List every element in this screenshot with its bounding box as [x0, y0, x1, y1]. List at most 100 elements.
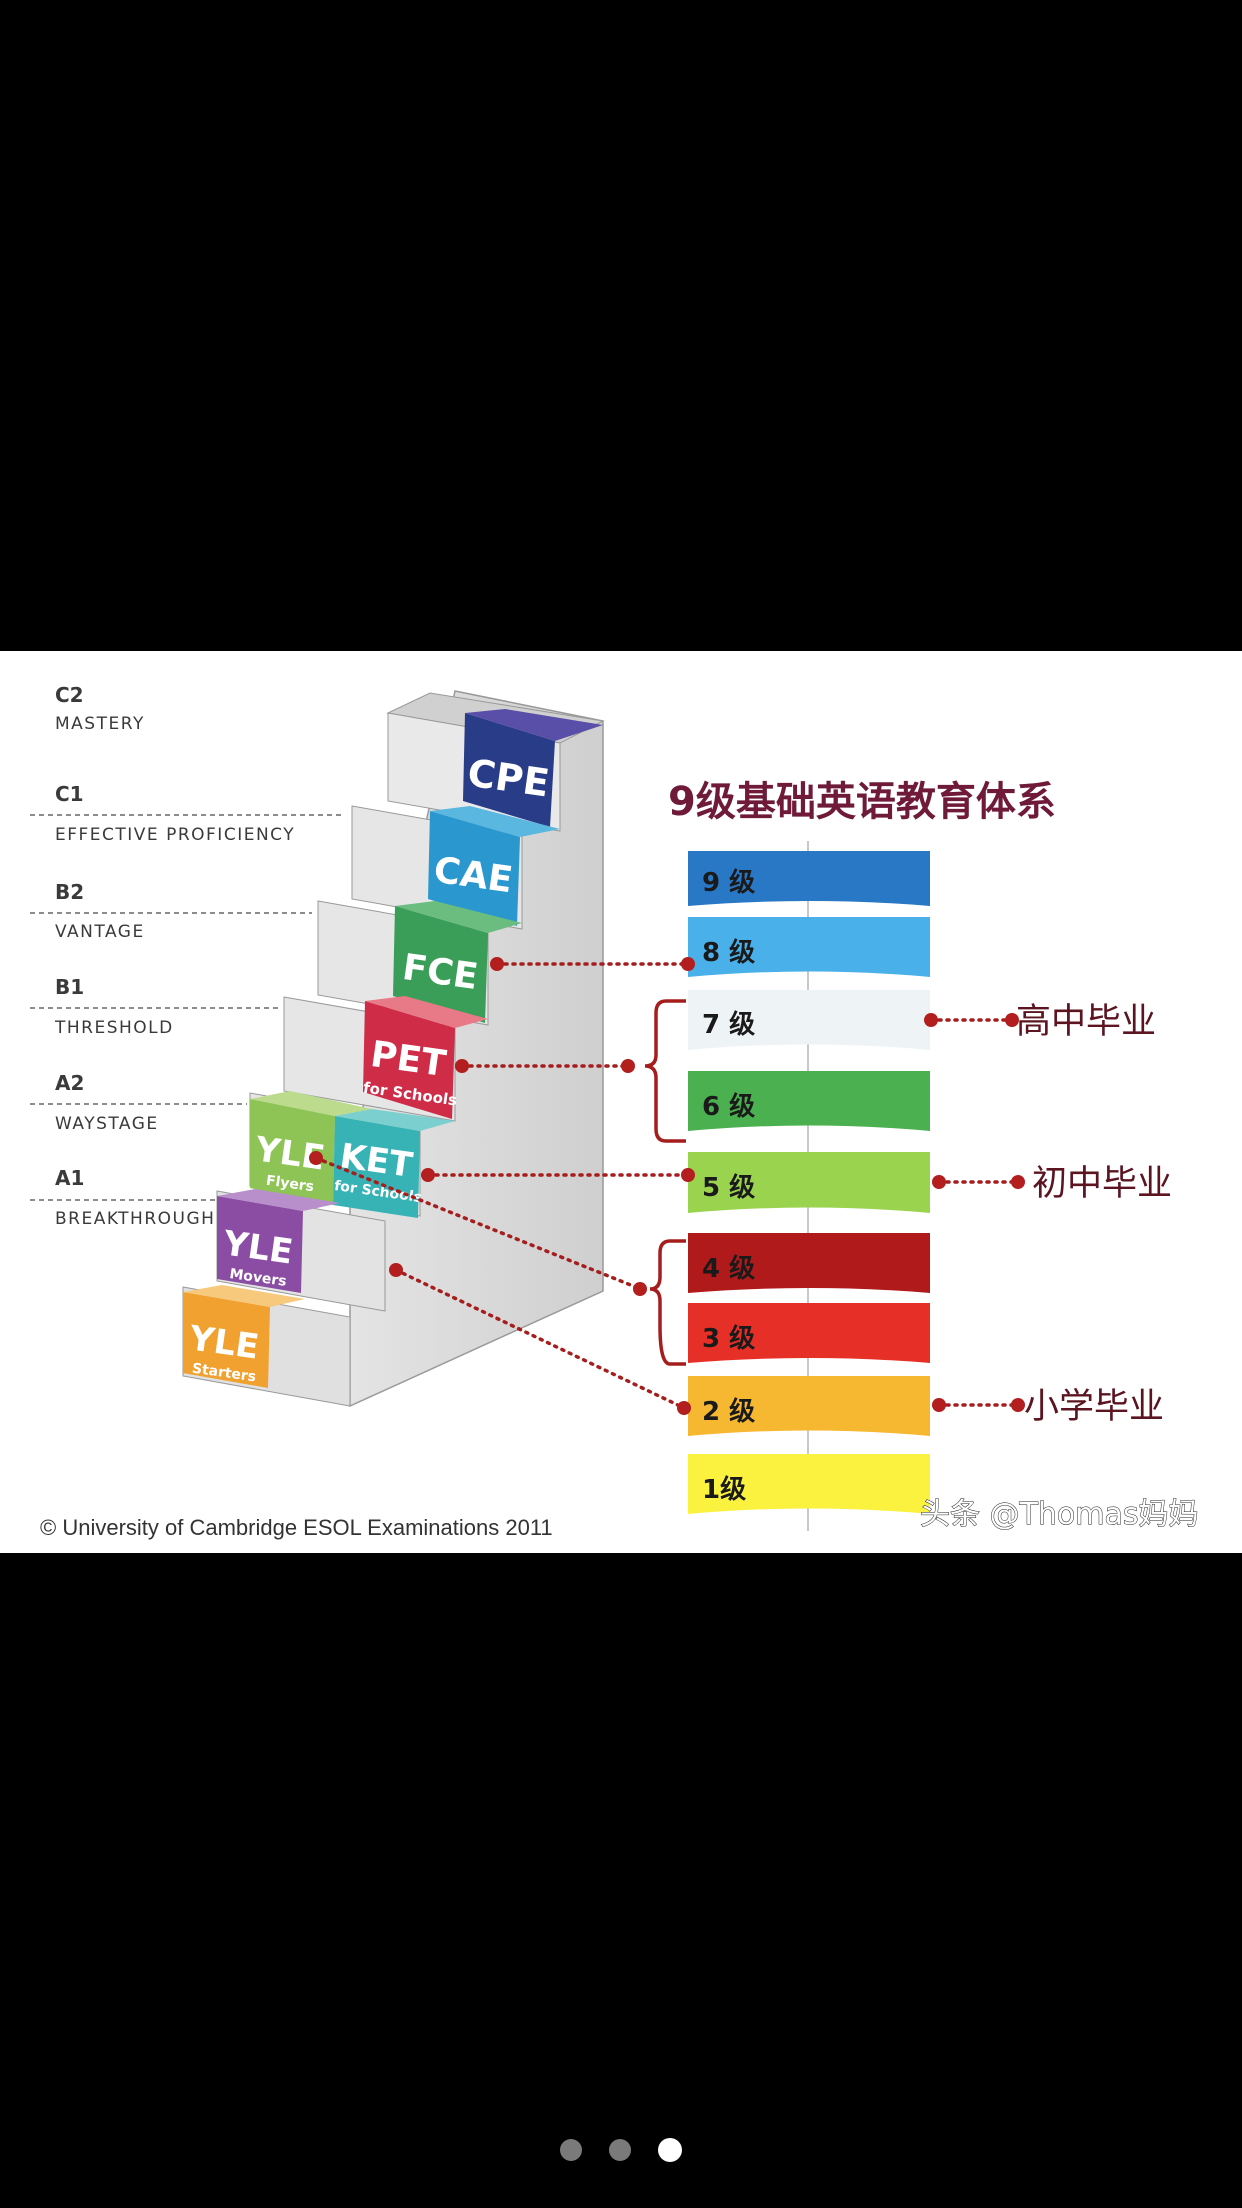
level-label: 9 级 [702, 867, 755, 898]
connector-dot [681, 1168, 695, 1182]
exam-block-face [217, 1196, 303, 1293]
level-bar-shape [688, 1233, 930, 1293]
level-label: 2 级 [702, 1396, 755, 1427]
connector-dot [455, 1059, 469, 1073]
exam-level-connectors [314, 962, 688, 1409]
level-bar-5: 5 级 [688, 1152, 930, 1213]
connector-dot [309, 1151, 323, 1165]
milestone-middle-school: 初中毕业 [1032, 1164, 1172, 1204]
exam-block-pet: PET for Schools [362, 996, 488, 1119]
connector-yle-movers [394, 1268, 684, 1409]
pager-dot[interactable] [609, 2139, 631, 2161]
cefr-name: WAYSTAGE [55, 1114, 159, 1134]
cefr-name: THRESHOLD [54, 1018, 174, 1038]
level-bar-9: 9 级 [688, 851, 930, 906]
connector-dot [490, 957, 504, 971]
exam-block-face [363, 1001, 455, 1119]
exam-label: YLE [220, 1223, 295, 1272]
level-bar-shape [688, 851, 930, 906]
exam-block-top [430, 806, 560, 837]
exam-block-face [463, 713, 555, 827]
connector-dot [621, 1059, 635, 1073]
level-label: 3 级 [702, 1323, 755, 1354]
exam-block-cpe: CPE [463, 709, 603, 827]
level-bar-shape [688, 1303, 930, 1363]
milestone-connectors [929, 1018, 1020, 1407]
connector-dot [677, 1401, 691, 1415]
cefr-code: C1 [55, 782, 84, 806]
level-bar-shape [688, 1152, 930, 1213]
level-label: 1级 [702, 1474, 746, 1505]
level-bar-2: 2 级 [688, 1376, 930, 1436]
cefr-code: B1 [55, 975, 84, 999]
exam-block-top [217, 1189, 340, 1211]
exam-block-face [393, 906, 488, 1023]
level-label: 6 级 [702, 1091, 755, 1122]
cefr-code: A2 [55, 1071, 84, 1095]
connector-yle-flyers [314, 1156, 640, 1290]
exam-block-face [428, 811, 520, 926]
exam-block-top [465, 709, 603, 741]
pager-dot-active[interactable] [658, 2138, 682, 2162]
brace-3-4 [649, 1239, 686, 1366]
copyright-notice: © University of Cambridge ESOL Examinati… [40, 1515, 553, 1540]
exam-sublabel: Movers [228, 1266, 287, 1290]
watermark: 头条 @Thomas妈妈 [920, 1497, 1198, 1532]
image-pager[interactable] [0, 2136, 1242, 2164]
level-ladder: 9 级 8 级 7 级 6 级 5 级 4 级 3 级 2 级 [688, 841, 930, 1531]
connector-dot [421, 1168, 435, 1182]
connector-dot [1011, 1175, 1025, 1189]
brace-6-7 [644, 999, 686, 1143]
level-label: 5 级 [702, 1172, 755, 1203]
cefr-code: A1 [55, 1166, 84, 1190]
exam-system-diagram: C2 MASTERY C1 EFFECTIVE PROFICIENCY B2 V… [30, 683, 1199, 1540]
level-bar-shape [688, 990, 930, 1050]
cefr-code: B2 [55, 880, 84, 904]
pager-dot[interactable] [560, 2139, 582, 2161]
exam-block-yle-flyers: YLE Flyers [250, 1091, 372, 1205]
exam-block-face [250, 1099, 335, 1205]
connector-dot [389, 1263, 403, 1277]
level-bar-shape [688, 1071, 930, 1131]
milestone-primary-school: 小学毕业 [1024, 1387, 1164, 1427]
level-bar-6: 6 级 [688, 1071, 930, 1131]
connector-dot [932, 1398, 946, 1412]
level-bar-4: 4 级 [688, 1233, 930, 1293]
cefr-name: EFFECTIVE PROFICIENCY [55, 825, 295, 845]
exam-sublabel: Flyers [265, 1173, 315, 1196]
level-label: 4 级 [702, 1253, 755, 1284]
infographic-image: C2 MASTERY C1 EFFECTIVE PROFICIENCY B2 V… [0, 651, 1242, 1553]
exam-block-top [335, 1109, 455, 1131]
cefr-name: BREAKTHROUGH [55, 1209, 215, 1229]
cefr-name: MASTERY [55, 714, 145, 734]
level-bar-shape [688, 1376, 930, 1436]
level-bar-1: 1级 [688, 1454, 930, 1514]
exam-block-top [250, 1091, 372, 1116]
connector-dot [681, 957, 695, 971]
exam-block-fce: FCE [393, 901, 522, 1023]
connector-dot [633, 1282, 647, 1296]
exam-block-yle-starters: YLE Starters [183, 1285, 305, 1388]
level-braces [644, 999, 686, 1366]
level-bar-shape [688, 1454, 930, 1514]
exam-block-top [365, 996, 488, 1028]
exam-block-yle-movers: YLE Movers [217, 1189, 340, 1293]
staircase: CPE CAE FCE PET for Schools YLE Flyers [182, 690, 605, 1408]
milestone-high-school: 高中毕业 [1016, 1002, 1156, 1042]
connector-dots [309, 957, 695, 1415]
exam-block-face [183, 1292, 270, 1388]
level-bar-7: 7 级 [688, 990, 930, 1050]
cefr-scale: C2 MASTERY C1 EFFECTIVE PROFICIENCY B2 V… [30, 683, 345, 1229]
connector-dot [924, 1013, 938, 1027]
cefr-code: C2 [55, 683, 84, 707]
milestone-dots [924, 1013, 1025, 1412]
connector-dot [932, 1175, 946, 1189]
level-bar-8: 8 级 [688, 917, 930, 977]
connector-dot [1005, 1013, 1019, 1027]
level-bar-shape [688, 917, 930, 977]
exam-block-top [395, 901, 522, 933]
cefr-name: VANTAGE [55, 922, 145, 942]
level-label: 7 级 [702, 1009, 755, 1040]
system-title: 9级基础英语教育体系 [668, 779, 1056, 825]
exam-label: YLE [186, 1318, 261, 1367]
